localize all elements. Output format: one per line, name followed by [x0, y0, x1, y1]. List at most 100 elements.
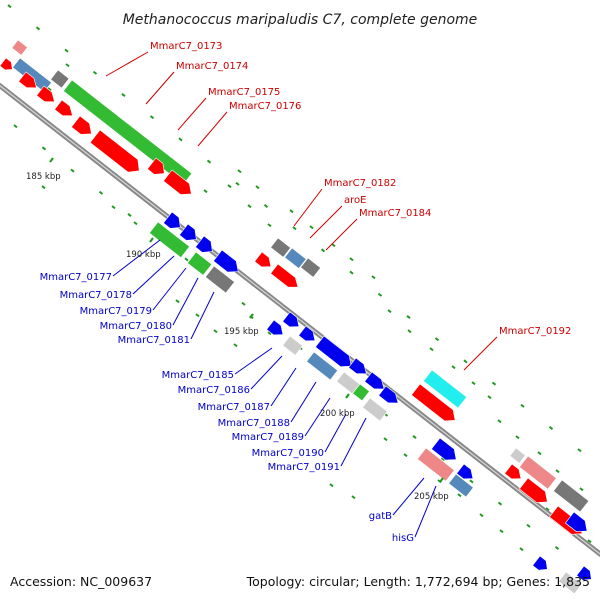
- gene-feature-14: [204, 265, 235, 294]
- leader-bottom-11: [340, 417, 367, 467]
- gene-feature-shape-20: [284, 247, 307, 269]
- grid-dots-lower-3: [98, 190, 104, 195]
- backbone-line: [0, 82, 600, 558]
- gene-feature-shape-15: [162, 211, 181, 229]
- gene-feature-5: [18, 71, 37, 89]
- grid-dots-upper-12: [349, 270, 354, 275]
- grid-dot-18: [537, 451, 542, 456]
- gene-feature-shape-43: [518, 455, 557, 490]
- gene-label-top: MmarC7_0184: [359, 208, 431, 219]
- gene-label-bottom: MmarC7_0181: [118, 335, 190, 346]
- leader-bottom-3: [172, 277, 199, 326]
- gene-feature-31: [352, 383, 370, 402]
- grid-dot-10: [387, 309, 392, 314]
- gene-feature-44: [552, 479, 590, 513]
- gene-feature-shape-36: [422, 369, 468, 409]
- gene-feature-shape-45: [504, 463, 522, 480]
- accession-text: Accession: NC_009637: [10, 574, 152, 589]
- grid-dot-15: [487, 395, 492, 400]
- leader-top-1: [145, 71, 175, 105]
- grid-dots-lower-1: [41, 146, 47, 151]
- leader-bottom-12: [392, 477, 425, 516]
- gene-feature-35: [378, 385, 399, 404]
- gene-feature-1: [0, 57, 13, 71]
- grid-dot-24: [457, 493, 462, 498]
- grid-dots-upper-13: [377, 292, 383, 297]
- gene-feature-3: [50, 69, 70, 89]
- gene-feature-shape-29: [306, 351, 339, 381]
- gene-feature-36: [422, 369, 468, 409]
- tick-grid: [7, 4, 592, 573]
- grid-dot-44: [329, 483, 334, 488]
- grid-dot-37: [175, 299, 180, 304]
- scale-tick-label: 190 kbp: [126, 250, 161, 260]
- grid-dots-upper-15: [434, 337, 440, 342]
- gene-feature-shape-23: [270, 263, 299, 288]
- gene-label-bottom: MmarC7_0180: [100, 321, 172, 332]
- gene-label-top: MmarC7_0192: [499, 326, 571, 337]
- leader-top-7: [463, 336, 498, 371]
- grid-dots-upper-20: [577, 448, 582, 453]
- grid-dot-40: [233, 343, 238, 348]
- grid-dot-0: [47, 87, 52, 92]
- gene-label-top: MmarC7_0175: [208, 87, 280, 98]
- gene-feature-shape-44: [552, 479, 590, 513]
- gene-label-bottom: MmarC7_0179: [80, 306, 152, 317]
- gene-feature-shape-51: [576, 565, 592, 581]
- gene-feature-7: [54, 99, 73, 117]
- grid-dot-16: [497, 419, 502, 424]
- grid-dot-3: [247, 204, 252, 209]
- gene-label-top: MmarC7_0174: [176, 61, 248, 72]
- scale-tick-mark-0: [49, 157, 54, 163]
- grid-dot-22: [403, 453, 408, 458]
- gene-features: [0, 39, 592, 595]
- gene-feature-shape-1: [0, 57, 13, 71]
- grid-dots-upper-11: [320, 248, 326, 253]
- gene-feature-shape-19: [270, 237, 292, 258]
- gene-feature-shape-14: [204, 265, 235, 294]
- gene-feature-46: [518, 477, 548, 503]
- leader-bottom-9: [304, 397, 331, 437]
- gene-feature-shape-18: [212, 249, 239, 273]
- gene-feature-27: [298, 325, 316, 342]
- grid-dot-46: [545, 507, 550, 512]
- leader-bottom-10: [324, 413, 347, 453]
- grid-dot-14: [471, 381, 476, 386]
- leader-bottom-4: [190, 291, 215, 340]
- gene-feature-shape-22: [254, 251, 272, 268]
- leader-bottom-5: [234, 347, 273, 375]
- grid-dot-2: [227, 184, 232, 189]
- gene-label-bottom: MmarC7_0186: [178, 385, 250, 396]
- gene-feature-shape-26: [282, 335, 304, 356]
- gene-feature-19: [270, 237, 292, 258]
- grid-dot-13: [451, 365, 456, 370]
- gene-feature-22: [254, 251, 272, 268]
- leader-bottom-6: [250, 355, 283, 390]
- gene-feature-50: [558, 571, 583, 595]
- gene-feature-0: [11, 39, 28, 56]
- grid-dots-upper-0: [7, 4, 12, 9]
- gene-feature-shape-35: [378, 385, 399, 404]
- grid-dots-upper-9: [263, 204, 269, 208]
- gene-feature-39: [430, 437, 457, 461]
- grid-dot-11: [407, 329, 412, 334]
- gene-label-bottom: MmarC7_0185: [162, 370, 234, 381]
- leader-top-5: [309, 205, 343, 239]
- gene-feature-shape-0: [11, 39, 28, 56]
- grid-dot-45: [587, 539, 592, 544]
- grid-dot-7: [331, 243, 336, 248]
- gene-feature-shape-38: [416, 447, 455, 482]
- grid-dots-upper-14: [406, 315, 411, 319]
- genome-backbone: [0, 82, 600, 558]
- label-leaders: [105, 51, 498, 538]
- gene-feature-15: [162, 211, 181, 229]
- gene-label-bottom: MmarC7_0178: [60, 290, 132, 301]
- grid-dots-lower-16: [469, 479, 474, 484]
- gene-feature-shape-5: [18, 71, 37, 89]
- gene-feature-28: [314, 335, 352, 368]
- gene-feature-38: [416, 447, 455, 482]
- leader-bottom-1: [132, 255, 175, 295]
- gene-feature-17: [194, 235, 213, 253]
- grid-dots-lower-2: [70, 168, 75, 173]
